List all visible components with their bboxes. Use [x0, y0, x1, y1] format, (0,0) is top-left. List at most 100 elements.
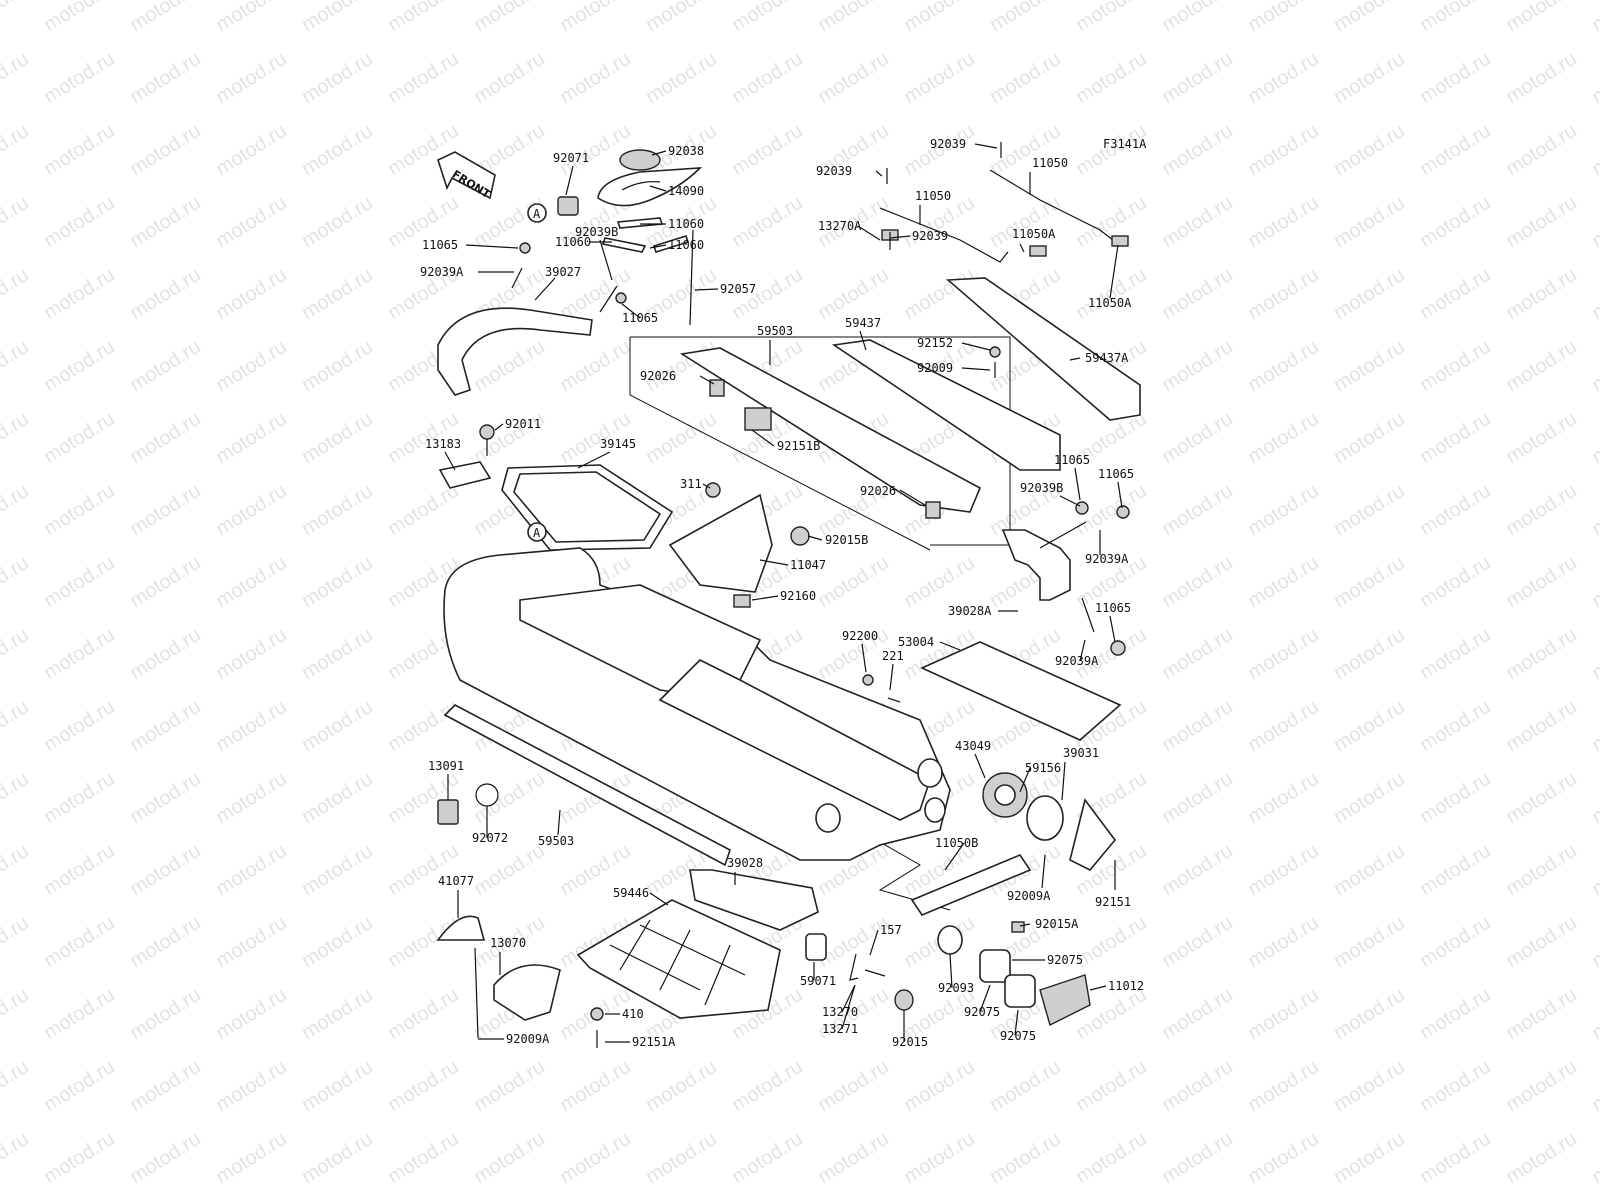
grab-handle-icon	[437, 307, 593, 396]
leader-line	[961, 367, 991, 371]
leader-line	[649, 892, 669, 906]
watermark-text: motod.ru	[212, 480, 291, 540]
part-label: 11050A	[1088, 296, 1132, 310]
watermark-text: motod.ru	[1416, 552, 1495, 612]
ring-icon	[937, 925, 963, 955]
deck-group-outline-left	[629, 337, 931, 551]
part-label: 92151A	[632, 1035, 676, 1049]
watermark-text: motod.ru	[1244, 192, 1323, 252]
watermark-text: motod.ru	[40, 984, 119, 1044]
watermark-text: motod.ru	[212, 912, 291, 972]
part-label: 410	[622, 1007, 644, 1021]
part-label: 59446	[613, 886, 649, 900]
part-label: 92075	[964, 1005, 1000, 1019]
leader-line	[1041, 854, 1046, 889]
grille-cells	[609, 919, 746, 1006]
leader-line	[889, 663, 894, 691]
watermark-text: motod.ru	[0, 120, 33, 180]
clamp-icon	[894, 989, 914, 1011]
watermark-text: motod.ru	[1158, 1128, 1237, 1188]
nut-icon	[1011, 921, 1025, 933]
watermark-text: motod.ru	[0, 48, 33, 108]
watermark-text: motod.ru	[298, 552, 377, 612]
part-label: 13270	[822, 1005, 858, 1019]
watermark-text: motod.ru	[728, 1128, 807, 1188]
watermark-text: motod.ru	[1588, 408, 1600, 468]
leader-line	[1074, 467, 1081, 501]
bolt-icon	[1081, 597, 1095, 633]
figure-id: F3141A	[1103, 137, 1147, 151]
watermark-text: motod.ru	[126, 768, 205, 828]
watermark-text: motod.ru	[1244, 48, 1323, 108]
watermark-text: motod.ru	[298, 120, 377, 180]
watermark-text: motod.ru	[900, 1128, 979, 1188]
part-label: 92160	[780, 589, 816, 603]
nozzle-icon	[1039, 974, 1091, 1027]
part-label: 11050	[1032, 156, 1068, 170]
part-label: 92093	[938, 981, 974, 995]
part-label: 59503	[538, 834, 574, 848]
watermark-text: motod.ru	[1158, 480, 1237, 540]
watermark-text: motod.ru	[1502, 480, 1581, 540]
leader-line	[494, 423, 504, 431]
watermark-text: motod.ru	[298, 696, 377, 756]
watermark-text: motod.ru	[1502, 1128, 1581, 1188]
leader-line	[557, 809, 561, 836]
part-label: 39027	[545, 265, 581, 279]
watermark-text: motod.ru	[0, 912, 33, 972]
watermark-text: motod.ru	[1244, 0, 1323, 36]
watermark-text: motod.ru	[1330, 1056, 1409, 1116]
watermark-text: motod.ru	[0, 768, 33, 828]
part-label: 11050	[915, 189, 951, 203]
leader-line	[1061, 761, 1066, 801]
watermark-text: motod.ru	[212, 192, 291, 252]
watermark-text: motod.ru	[1588, 984, 1600, 1044]
watermark-text: motod.ru	[212, 768, 291, 828]
watermark-text: motod.ru	[1588, 1056, 1600, 1116]
grommet-icon	[519, 242, 531, 254]
watermark-text: motod.ru	[126, 264, 205, 324]
watermark-text: motod.ru	[384, 840, 463, 900]
watermark-text: motod.ru	[1072, 0, 1151, 36]
watermark-text: motod.ru	[1416, 696, 1495, 756]
part-label: 92011	[505, 417, 541, 431]
leader-line	[751, 595, 779, 601]
watermark-text: motod.ru	[40, 336, 119, 396]
watermark-text: motod.ru	[1072, 264, 1151, 324]
leader-line	[1109, 244, 1119, 299]
watermark-text: motod.ru	[298, 192, 377, 252]
watermark-text: motod.ru	[1416, 1128, 1495, 1188]
watermark-text: motod.ru	[1244, 120, 1323, 180]
scoop-icon	[493, 964, 561, 1021]
watermark-text: motod.ru	[900, 48, 979, 108]
watermark-text: motod.ru	[40, 768, 119, 828]
part-label: 11065	[622, 311, 658, 325]
part-label: 13270A	[818, 219, 862, 233]
watermark-text: motod.ru	[0, 624, 33, 684]
watermark-text: motod.ru	[1502, 1056, 1581, 1116]
watermark-text: motod.ru	[0, 840, 33, 900]
watermark-text: motod.ru	[470, 1128, 549, 1188]
watermark-text: motod.ru	[126, 696, 205, 756]
watermark-text: motod.ru	[1502, 48, 1581, 108]
part-label: 39145	[600, 437, 636, 451]
leader-line	[444, 451, 456, 471]
part-label: 92057	[720, 282, 756, 296]
grommet-icon	[615, 292, 627, 304]
watermark-text: motod.ru	[40, 408, 119, 468]
watermark-text: motod.ru	[1158, 840, 1237, 900]
watermark-text: motod.ru	[1502, 696, 1581, 756]
grommet-icon	[733, 594, 751, 608]
watermark-text: motod.ru	[384, 984, 463, 1044]
part-label: 11060	[668, 238, 704, 252]
leader-line	[1069, 357, 1081, 361]
watermark-text: motod.ru	[1416, 120, 1495, 180]
watermark-text: motod.ru	[1502, 120, 1581, 180]
watermark-text: motod.ru	[1416, 336, 1495, 396]
watermark-text: motod.ru	[470, 0, 549, 36]
watermark-text: motod.ru	[728, 48, 807, 108]
part-label: 92075	[1047, 953, 1083, 967]
watermark-text: motod.ru	[1330, 840, 1409, 900]
